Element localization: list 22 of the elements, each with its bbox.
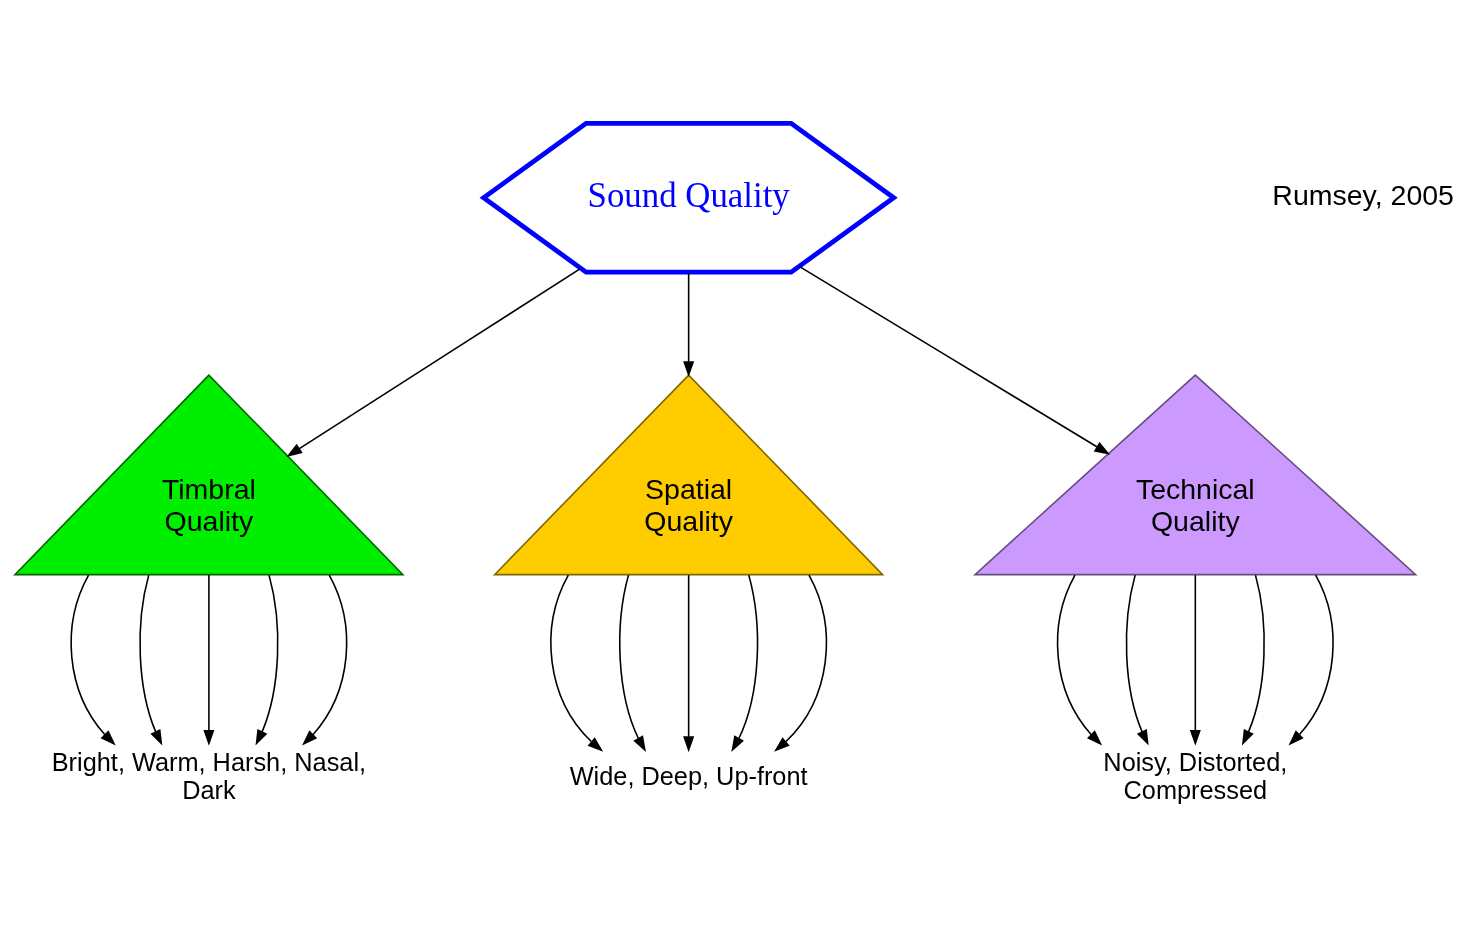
arrow [1125, 574, 1149, 746]
arrow [1241, 574, 1265, 746]
arrow [302, 574, 348, 746]
arrow [203, 574, 215, 746]
arrow [798, 265, 1111, 455]
arrow [139, 574, 163, 746]
arrow [255, 574, 279, 746]
arrow [1288, 574, 1334, 746]
arrow [1189, 574, 1201, 746]
arrow [70, 574, 116, 746]
arrow [683, 272, 695, 378]
arrow [774, 574, 828, 752]
arrow [731, 574, 759, 752]
arrow [550, 574, 604, 752]
arrow [619, 574, 646, 752]
node-text: Wide, Deep, Up-front [569, 761, 808, 790]
node-text: Bright, Warm, Harsh, Nasal, Dark [51, 747, 367, 805]
label: Rumsey, 2005 [1272, 178, 1454, 211]
node-text: Noisy, Distorted, Compressed [1103, 747, 1288, 805]
arrow [286, 267, 582, 457]
arrow [1056, 574, 1103, 746]
arrow [683, 574, 695, 753]
